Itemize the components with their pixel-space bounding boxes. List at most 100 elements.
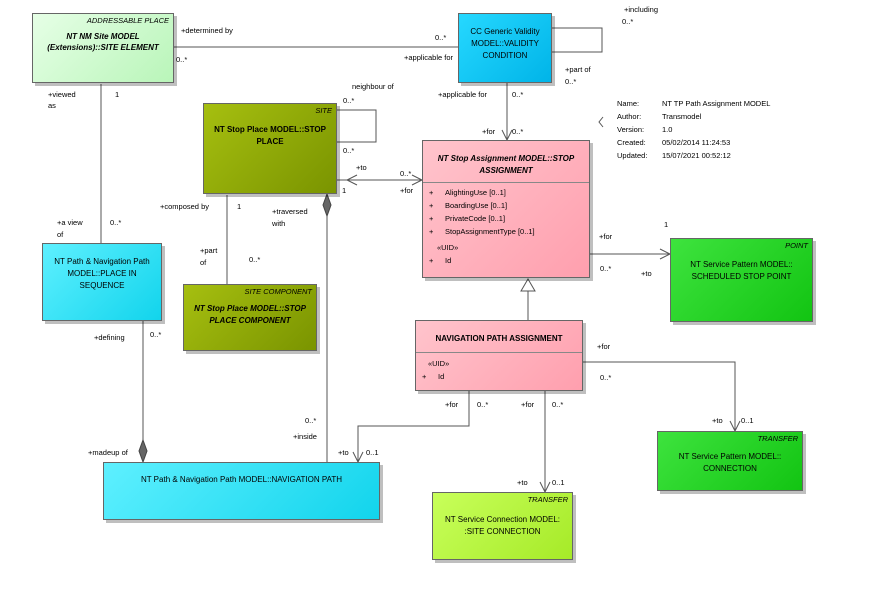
role-label: with bbox=[272, 219, 286, 228]
stereotype-site-component: SITE COMPONENT bbox=[244, 287, 312, 296]
stereotype-transfer: TRANSFER bbox=[527, 495, 568, 504]
attr-visibility: + bbox=[429, 227, 434, 236]
role-label: +defining bbox=[94, 333, 125, 342]
role-label: neighbour of bbox=[352, 82, 394, 91]
assoc-neighbour-of bbox=[336, 109, 377, 143]
class-title-line: MODEL::PLACE IN bbox=[67, 269, 137, 278]
meta-key: Updated: bbox=[617, 151, 648, 160]
attr-visibility: + bbox=[429, 201, 434, 210]
assoc-including bbox=[552, 27, 603, 53]
attr-visibility: + bbox=[429, 256, 434, 265]
role-label: +for bbox=[445, 400, 459, 409]
connection-class[interactable]: TRANSFER NT Service Pattern MODEL:: CONN… bbox=[657, 431, 803, 491]
stop-assignment-class[interactable]: NT Stop Assignment MODEL::STOP ASSIGNMEN… bbox=[422, 140, 590, 278]
role-label: +a view bbox=[57, 218, 83, 227]
meta-key: Name: bbox=[617, 99, 640, 108]
class-title-line: CONNECTION bbox=[703, 464, 757, 473]
role-label: +viewed bbox=[48, 90, 76, 99]
multiplicity-label: 0..* bbox=[249, 255, 261, 264]
stop-place-component-class[interactable]: SITE COMPONENT NT Stop Place MODEL::STOP… bbox=[183, 284, 317, 351]
multiplicity-label: 0..* bbox=[435, 33, 447, 42]
class-title-line: CC Generic Validity bbox=[470, 27, 540, 36]
multiplicity-label: 0..* bbox=[565, 77, 577, 86]
role-label: +madeup of bbox=[88, 448, 128, 457]
meta-value: NT TP Path Assignment MODEL bbox=[662, 99, 771, 108]
stereotype-addressable-place: ADDRESSABLE PLACE bbox=[86, 16, 169, 25]
assoc-for-navpath bbox=[357, 391, 470, 462]
attr-stop-assignment-type: StopAssignmentType [0..1] bbox=[445, 227, 535, 236]
role-label: +composed by bbox=[160, 202, 209, 211]
multiplicity-label: 0..* bbox=[512, 90, 524, 99]
multiplicity-label: 0..* bbox=[400, 169, 412, 178]
multiplicity-label: 1 bbox=[664, 220, 669, 229]
composition-diamond-site bbox=[322, 192, 332, 218]
meta-value: 15/07/2021 00:52:12 bbox=[662, 151, 731, 160]
scheduled-stop-point-class[interactable]: POINT NT Service Pattern MODEL:: SCHEDUL… bbox=[670, 238, 813, 322]
assoc-for-connection bbox=[583, 361, 736, 431]
uid-stereotype: «UID» bbox=[437, 243, 459, 252]
multiplicity-label: 0..* bbox=[305, 416, 317, 425]
meta-value: Transmodel bbox=[662, 112, 702, 121]
attr-boarding-use: BoardingUse [0..1] bbox=[445, 201, 508, 210]
attr-alighting-use: AlightingUse [0..1] bbox=[445, 188, 506, 197]
meta-value: 05/02/2014 11:24:53 bbox=[662, 138, 731, 147]
role-label: +to bbox=[517, 478, 528, 487]
stereotype-point: POINT bbox=[785, 241, 808, 250]
class-title-line: NT Stop Assignment MODEL::STOP bbox=[437, 154, 575, 163]
class-title-line: PLACE bbox=[256, 137, 284, 146]
validity-condition-class[interactable]: CC Generic Validity MODEL::VALIDITY COND… bbox=[458, 13, 552, 83]
navigation-path-assignment-class[interactable]: NAVIGATION PATH ASSIGNMENT «UID» + Id bbox=[415, 320, 583, 391]
site-element-class[interactable]: ADDRESSABLE PLACE NT NM Site MODEL (Exte… bbox=[32, 13, 174, 83]
role-label: +traversed bbox=[272, 207, 308, 216]
multiplicity-label: 0..* bbox=[477, 400, 489, 409]
multiplicity-label: 1 bbox=[342, 186, 347, 195]
role-label: +including bbox=[624, 5, 658, 14]
role-label: +inside bbox=[293, 432, 317, 441]
role-label: of bbox=[57, 230, 64, 239]
multiplicity-label: 1 bbox=[115, 90, 120, 99]
multiplicity-label: 0..* bbox=[600, 373, 612, 382]
class-title-line: NT Stop Place MODEL::STOP bbox=[214, 125, 326, 134]
attr-id: Id bbox=[438, 372, 445, 381]
multiplicity-label: 0..* bbox=[176, 55, 188, 64]
role-label: +for bbox=[599, 232, 613, 241]
class-title-line: NT Stop Place MODEL::STOP bbox=[194, 304, 306, 313]
class-title-line: NT Service Pattern MODEL:: bbox=[678, 452, 782, 461]
place-in-sequence-class[interactable]: NT Path & Navigation Path MODEL::PLACE I… bbox=[42, 243, 162, 321]
attr-private-code: PrivateCode [0..1] bbox=[445, 214, 506, 223]
multiplicity-label: 1 bbox=[237, 202, 242, 211]
class-title-line: ASSIGNMENT bbox=[479, 166, 533, 175]
role-label: +applicable for bbox=[404, 53, 453, 62]
role-label: +for bbox=[400, 186, 414, 195]
navigation-path-class[interactable]: NT Path & Navigation Path MODEL::NAVIGAT… bbox=[103, 462, 380, 520]
class-title-line: NT Service Pattern MODEL:: bbox=[690, 260, 793, 269]
role-label: +to bbox=[712, 416, 723, 425]
class-title-line: CONDITION bbox=[482, 51, 528, 60]
role-label: +part of bbox=[565, 65, 591, 74]
attr-visibility: + bbox=[429, 188, 434, 197]
class-title-line: NT Path & Navigation Path bbox=[54, 257, 150, 266]
multiplicity-label: 0..1 bbox=[366, 448, 379, 457]
class-title-line: NT Service Connection MODEL: bbox=[444, 515, 560, 524]
meta-key: Author: bbox=[617, 112, 642, 121]
uid-stereotype: «UID» bbox=[428, 359, 450, 368]
class-divider bbox=[416, 352, 582, 353]
class-title-line: (Extensions)::SITE ELEMENT bbox=[47, 43, 159, 52]
stop-place-class[interactable]: SITE NT Stop Place MODEL::STOP PLACE bbox=[203, 103, 337, 194]
class-title-line: SEQUENCE bbox=[79, 281, 125, 290]
role-label: of bbox=[200, 258, 207, 267]
meta-value: 1.0 bbox=[662, 125, 673, 134]
attr-visibility: + bbox=[422, 372, 427, 381]
site-connection-class[interactable]: TRANSFER NT Service Connection MODEL: :S… bbox=[432, 492, 573, 560]
multiplicity-label: 0..* bbox=[150, 330, 162, 339]
role-label: +to bbox=[338, 448, 349, 457]
class-title-line: NT Path & Navigation Path MODEL::NAVIGAT… bbox=[140, 475, 343, 484]
attr-id: Id bbox=[445, 256, 452, 265]
multiplicity-label: 0..* bbox=[622, 17, 634, 26]
role-label: +applicable for bbox=[438, 90, 487, 99]
class-divider bbox=[423, 182, 589, 183]
multiplicity-label: 0..1 bbox=[552, 478, 565, 487]
class-title-line: :SITE CONNECTION bbox=[464, 527, 541, 536]
composition-diamond-navpath bbox=[138, 438, 148, 464]
class-title-line: NAVIGATION PATH ASSIGNMENT bbox=[435, 334, 563, 343]
